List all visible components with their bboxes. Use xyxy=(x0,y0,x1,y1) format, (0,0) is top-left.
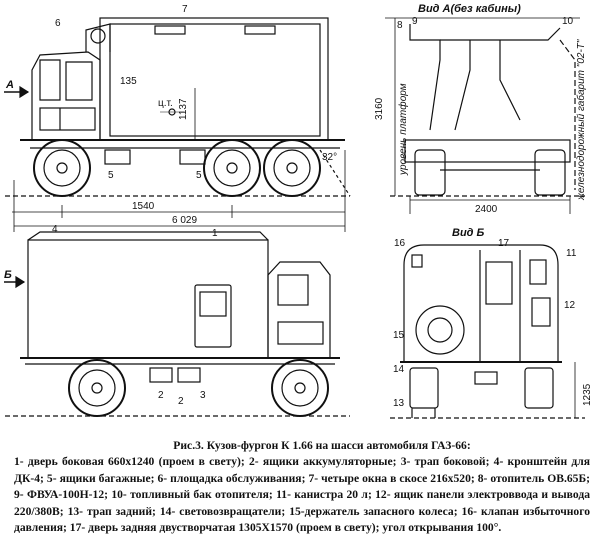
callout-6: 6 xyxy=(55,18,61,29)
dim-1540: 1540 xyxy=(132,201,155,212)
side-view xyxy=(4,17,351,232)
callout-14: 14 xyxy=(393,364,405,375)
dim-6029: 6 029 xyxy=(172,215,197,226)
view-a-title: Вид А(без кабины) xyxy=(418,3,521,15)
caption-title: Рис.3. Кузов-фургон К 1.66 на шасси авто… xyxy=(173,439,471,452)
callout-9: 9 xyxy=(412,16,418,27)
platform-level-label: уровень платформ xyxy=(397,83,409,176)
callout-4: 4 xyxy=(52,224,58,235)
callout-2b: 2 xyxy=(178,396,184,407)
callout-7: 7 xyxy=(182,4,188,15)
callout-13: 13 xyxy=(393,398,405,409)
dim-1137: 1137 xyxy=(178,98,189,120)
caption-body: 1- дверь боковая 660х1240 (проем в свету… xyxy=(14,455,590,535)
callout-15: 15 xyxy=(393,330,405,341)
callout-16: 16 xyxy=(394,238,406,249)
callout-5a: 5 xyxy=(108,170,114,181)
cog-label: ц.т. xyxy=(158,98,173,109)
arrow-b-label: Б xyxy=(4,269,12,281)
departure-angle: 32° xyxy=(322,152,337,163)
callout-2a: 2 xyxy=(158,390,164,401)
callout-135: 135 xyxy=(120,76,137,87)
dim-2400: 2400 xyxy=(475,204,498,215)
dim-3160: 3160 xyxy=(374,97,385,120)
arrow-a-label: А xyxy=(5,79,14,91)
left-view xyxy=(4,231,350,417)
callout-17: 17 xyxy=(498,238,510,249)
callout-8: 8 xyxy=(397,20,403,31)
rear-view xyxy=(390,244,585,419)
callout-1: 1 xyxy=(212,228,218,239)
dim-1235: 1235 xyxy=(582,383,593,406)
rail-gauge-label: железнодорожный габарит "02-Т" xyxy=(575,39,587,201)
callout-11: 11 xyxy=(566,248,577,259)
callout-12: 12 xyxy=(564,300,576,311)
figure-caption: Рис.3. Кузов-фургон К 1.66 на шасси авто… xyxy=(14,438,590,536)
view-b-title: Вид Б xyxy=(452,227,485,239)
callout-5b: 5 xyxy=(196,170,202,181)
callout-3: 3 xyxy=(200,390,206,401)
front-view xyxy=(385,17,585,214)
callout-10: 10 xyxy=(562,16,574,27)
